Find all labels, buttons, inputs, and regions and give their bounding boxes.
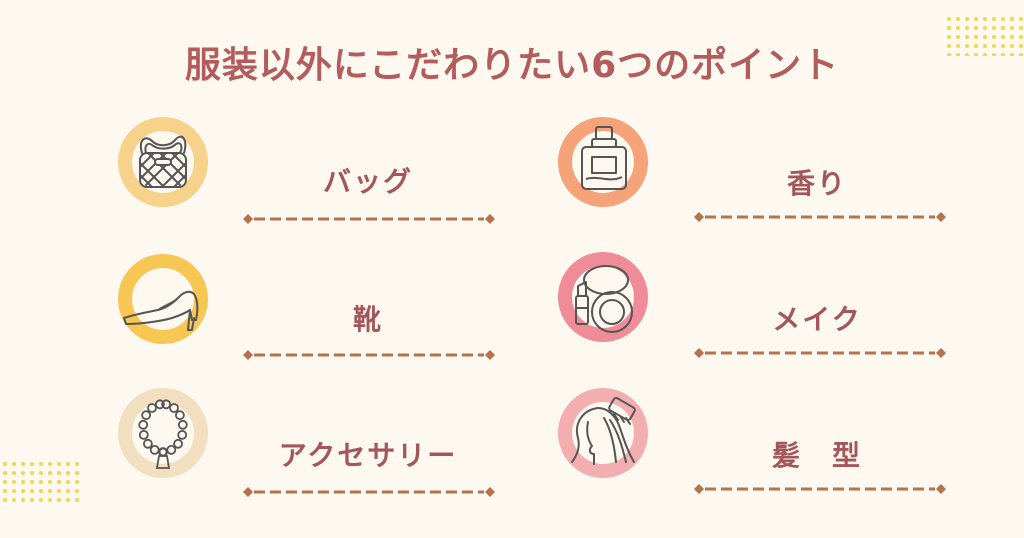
bag-label: バッグ [322, 165, 413, 198]
shoes-label: 靴 [352, 303, 383, 336]
dashed-line-divider [694, 484, 946, 494]
compact-lipstick-icon [575, 265, 633, 333]
decorative-dots-top-right [947, 17, 1023, 56]
hair-comb-icon [571, 397, 636, 465]
makeup-icon-ring [558, 252, 648, 342]
handbag-icon [139, 135, 187, 188]
pump-shoe-icon [123, 290, 199, 331]
bag-divider [242, 212, 496, 226]
pearl-necklace-icon [138, 399, 188, 469]
bag-icon-ring [118, 117, 208, 207]
accessory-icon-ring [118, 388, 208, 478]
fragrance-label: 香り [786, 167, 847, 200]
hairstyle-divider [693, 482, 947, 496]
makeup-divider [693, 346, 947, 360]
dashed-line-divider [243, 350, 495, 360]
hairstyle-icon-ring [558, 388, 648, 478]
makeup-label: メイク [772, 303, 862, 336]
hairstyle-label: 髪 型 [771, 439, 862, 472]
decorative-dots-bottom-left [3, 462, 79, 502]
dashed-line-divider [694, 348, 946, 358]
shoes-divider [242, 348, 496, 362]
dashed-line-divider [694, 212, 946, 222]
accessory-divider [242, 485, 496, 499]
accessory-label: アクセサリー [278, 439, 458, 472]
perfume-bottle-icon [581, 126, 627, 190]
fragrance-divider [693, 210, 947, 224]
shoes-icon-ring [118, 254, 208, 344]
dashed-line-divider [243, 487, 495, 497]
dashed-line-divider [243, 214, 495, 224]
page-title: 服装以外にこだわりたい6つのポイント [184, 45, 840, 86]
fragrance-icon-ring [558, 117, 648, 207]
